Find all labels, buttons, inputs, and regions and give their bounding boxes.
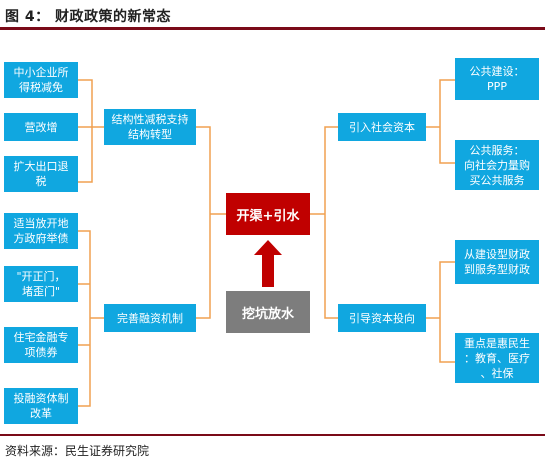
title-rule [0,27,545,30]
footer-rule [0,434,545,436]
group-guide-capital: 引导资本投向 [338,304,426,332]
leaf-investment-reform: 投融资体制 改革 [4,388,78,424]
group-structural-tax-cut: 结构性减税支持 结构转型 [104,109,196,145]
leaf-local-debt: 适当放开地 方政府举债 [4,213,78,249]
leaf-livelihood-focus: 重点是惠民生 ：教育、医疗 、社保 [455,333,539,383]
leaf-sme-tax-relief: 中小企业所 得税减免 [4,62,78,98]
leaf-export-rebate: 扩大出口退 税 [4,156,78,192]
leaf-public-services: 公共服务： 向社会力量购 买公共服务 [455,140,539,190]
bracket-center-right [324,126,338,319]
center-dig-release: 挖坑放水 [226,291,310,333]
bracket-left-bottom [78,230,91,407]
leaf-vat-reform: 营改增 [4,113,78,141]
figure-title: 图 4： 财政政策的新常态 [5,9,171,25]
bracket-left-top [78,79,93,183]
leaf-public-construction-ppp: 公共建设： PPP [455,58,539,100]
leaf-service-finance: 从建设型财政 到服务型财政 [455,240,539,284]
center-channel-water: 开渠+引水 [226,193,310,235]
bracket-right-top [439,79,455,164]
leaf-open-front-door: "开正门， 堵歪门" [4,266,78,302]
leaf-housing-bonds: 住宅金融专 项债券 [4,327,78,363]
source-note: 资料来源：民生证券研究院 [5,444,150,458]
group-social-capital: 引入社会资本 [338,113,426,141]
group-financing-mechanism: 完善融资机制 [104,304,196,332]
bracket-right-bottom [439,261,455,363]
up-arrow-icon [254,240,282,287]
bracket-center-left [196,126,211,319]
